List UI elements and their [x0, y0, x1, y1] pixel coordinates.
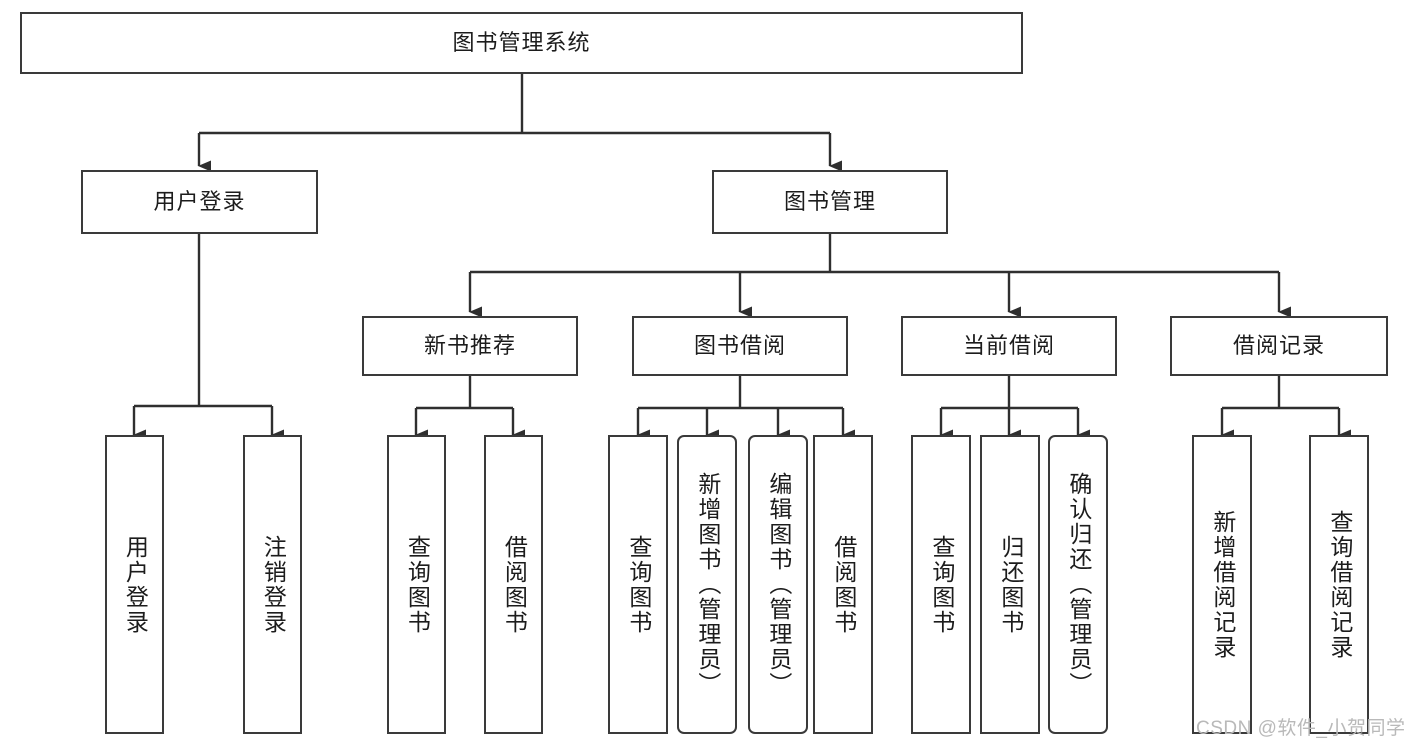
node-user-login[interactable]: 用户登录	[81, 170, 318, 234]
node-label: 查询图书	[404, 534, 431, 635]
leaf-return-book[interactable]: 归还图书	[980, 435, 1040, 734]
node-label: 借阅记录	[1232, 333, 1325, 358]
leaf-borrow-book[interactable]: 借阅图书	[813, 435, 873, 734]
node-label: 查询图书	[928, 534, 955, 635]
node-label: 用户登录	[153, 189, 246, 214]
leaf-query-book-current[interactable]: 查询图书	[911, 435, 971, 734]
node-label: 图书借阅	[693, 333, 786, 358]
leaf-add-borrow-record[interactable]: 新增借阅记录	[1192, 435, 1252, 734]
leaf-query-book-recommend[interactable]: 查询图书	[387, 435, 446, 734]
node-label: 新书推荐	[423, 333, 516, 358]
node-root-book-management-system[interactable]: 图书管理系统	[20, 12, 1023, 74]
leaf-query-borrow-record[interactable]: 查询借阅记录	[1309, 435, 1369, 734]
node-label: 注销登录	[260, 534, 287, 635]
node-book-management[interactable]: 图书管理	[712, 170, 948, 234]
node-borrow-record[interactable]: 借阅记录	[1170, 316, 1388, 376]
node-label: 借阅图书	[830, 534, 857, 635]
node-label: 查询借阅记录	[1326, 509, 1353, 660]
node-label: 当前借阅	[962, 333, 1055, 358]
leaf-query-book-borrow[interactable]: 查询图书	[608, 435, 668, 734]
leaf-add-book-admin[interactable]: 新增图书（管理员）	[677, 435, 737, 734]
node-label: 借阅图书	[501, 534, 528, 635]
node-label: 用户登录	[122, 534, 149, 635]
leaf-user-login[interactable]: 用户登录	[105, 435, 164, 734]
node-label: 新增图书（管理员）	[694, 472, 721, 697]
leaf-confirm-return-admin[interactable]: 确认归还（管理员）	[1048, 435, 1108, 734]
node-book-borrow[interactable]: 图书借阅	[632, 316, 848, 376]
leaf-edit-book-admin[interactable]: 编辑图书（管理员）	[748, 435, 808, 734]
csdn-watermark: CSDN @软件_小贺同学	[1196, 718, 1405, 739]
node-label: 查询图书	[625, 534, 652, 635]
leaf-logout[interactable]: 注销登录	[243, 435, 302, 734]
node-label: 图书管理	[783, 189, 876, 214]
node-label: 新增借阅记录	[1209, 509, 1236, 660]
node-current-borrow[interactable]: 当前借阅	[901, 316, 1117, 376]
node-label: 确认归还（管理员）	[1065, 472, 1092, 697]
leaf-borrow-book-recommend[interactable]: 借阅图书	[484, 435, 543, 734]
node-label: 图书管理系统	[452, 30, 591, 55]
node-label: 归还图书	[997, 534, 1024, 635]
node-new-book-recommend[interactable]: 新书推荐	[362, 316, 578, 376]
node-label: 编辑图书（管理员）	[765, 472, 792, 697]
